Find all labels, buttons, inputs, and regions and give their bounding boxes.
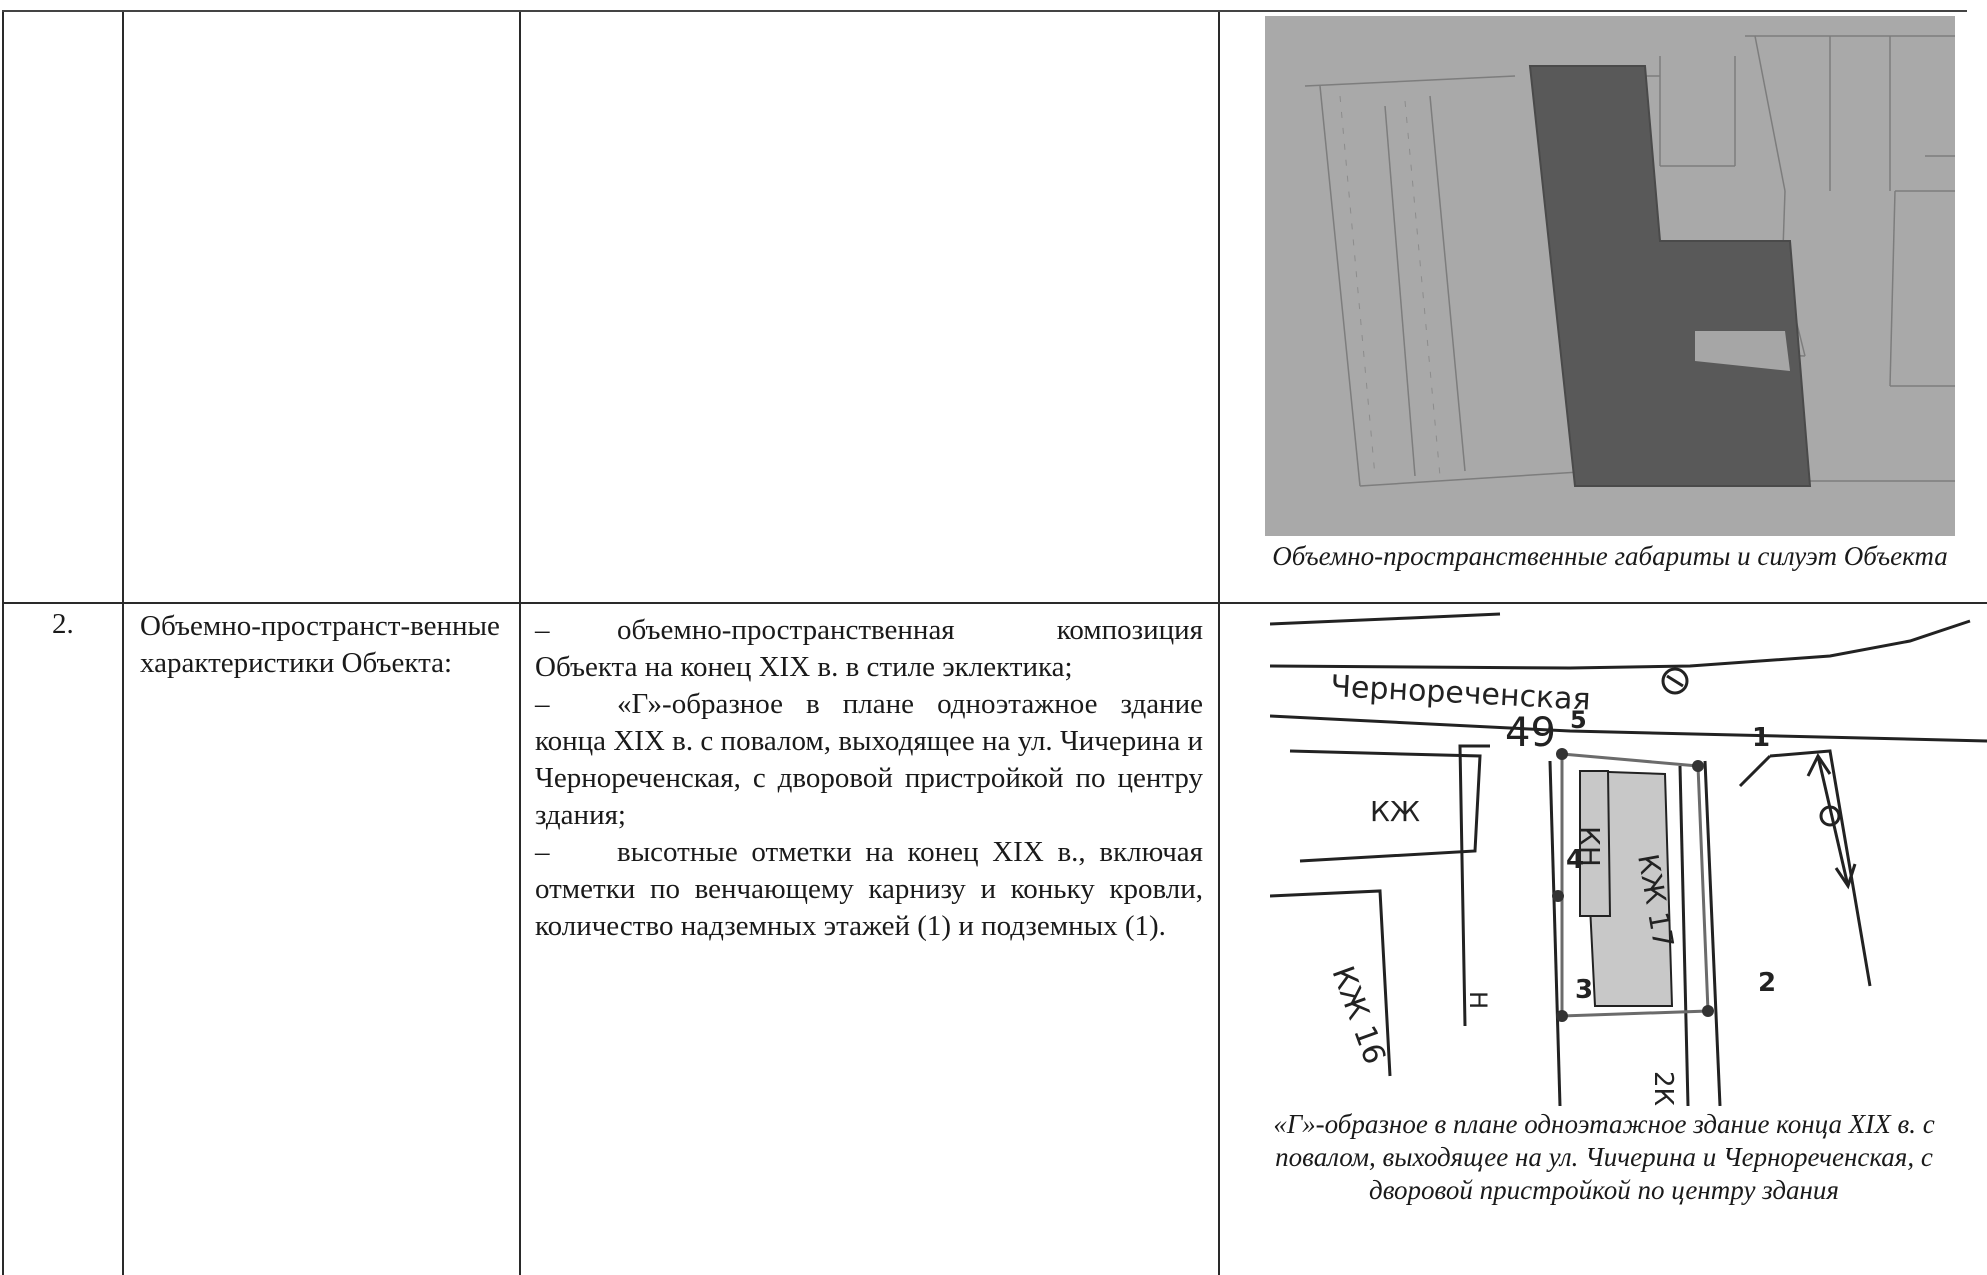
site-map-image: Чернореченская 49 КЖ КН КЖ 17 КЖ 16 Н 2К… bbox=[1270, 606, 1987, 1106]
row-description: –объемно-пространственная композиция Объ… bbox=[535, 612, 1203, 945]
table-border-left bbox=[2, 10, 4, 1275]
building-label: 2КЖ bbox=[1648, 1071, 1678, 1106]
row-label: Объемно-пространст-венные характеристики… bbox=[140, 610, 500, 679]
site-plan-image bbox=[1265, 16, 1955, 536]
house-number-label: 49 bbox=[1505, 710, 1556, 756]
point-label: 1 bbox=[1752, 723, 1770, 753]
bullet-dash: – bbox=[535, 614, 550, 646]
description-item-text: «Г»-образное в плане одноэтажное здание … bbox=[535, 688, 1203, 831]
description-item-text: высотные отметки на конец XIX в., включа… bbox=[535, 836, 1203, 942]
point-label: 3 bbox=[1575, 975, 1593, 1005]
bullet-dash: – bbox=[535, 836, 550, 868]
row-number: 2. bbox=[52, 608, 74, 640]
point-label: 5 bbox=[1570, 706, 1587, 734]
table-border-top bbox=[2, 10, 1967, 12]
table-border-col1 bbox=[122, 10, 124, 1275]
description-item-text: объемно-пространственная композиция Объе… bbox=[535, 614, 1203, 683]
point-label: 2 bbox=[1758, 968, 1776, 998]
description-item: –«Г»-образное в плане одноэтажное здание… bbox=[535, 686, 1203, 834]
figure-caption-2: «Г»-образное в плане одноэтажное здание … bbox=[1273, 1109, 1935, 1205]
building-label: КЖ bbox=[1370, 795, 1420, 828]
table-border-col2 bbox=[519, 10, 521, 1275]
description-item: –высотные отметки на конец XIX в., включ… bbox=[535, 834, 1203, 945]
building-label: Н bbox=[1464, 991, 1492, 1009]
figure-caption-1: Объемно-пространственные габариты и силу… bbox=[1272, 541, 1948, 571]
table-row-divider bbox=[2, 602, 1987, 604]
table-border-col3 bbox=[1218, 10, 1220, 1275]
building-label: КН bbox=[1573, 826, 1606, 867]
description-item: –объемно-пространственная композиция Объ… bbox=[535, 612, 1203, 686]
bullet-dash: – bbox=[535, 688, 550, 720]
point-label: 4 bbox=[1566, 845, 1584, 875]
